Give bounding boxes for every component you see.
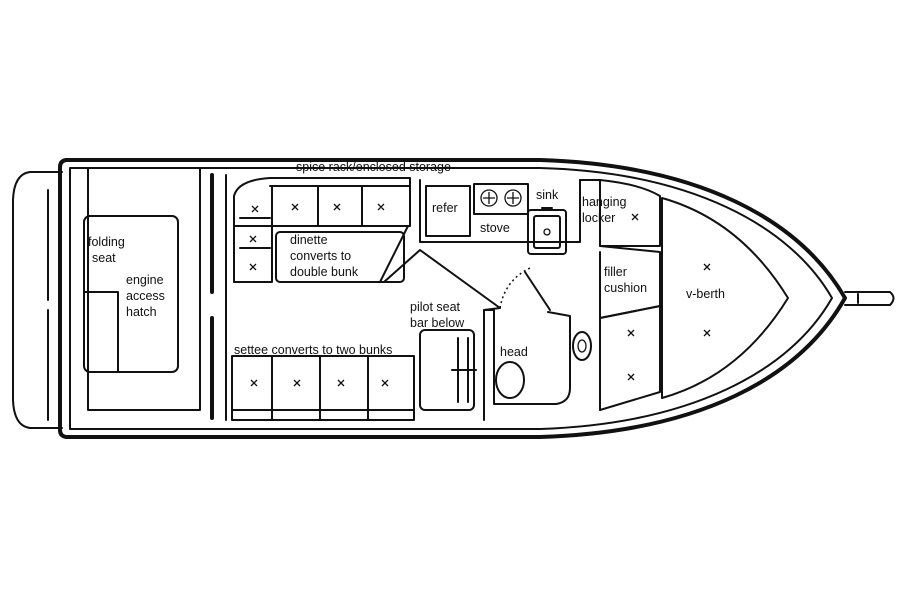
label-engine-hatch-2: access: [126, 289, 165, 303]
label-dinette-3: double bunk: [290, 265, 359, 279]
label-v-berth: v-berth: [686, 287, 725, 301]
stove-burners: [480, 189, 522, 207]
engine-access-hatch: [83, 215, 179, 373]
dinette-seating: [233, 177, 411, 283]
walkway-outline: [383, 249, 501, 421]
label-pilot-seat-1: pilot seat: [410, 300, 461, 314]
label-sink: sink: [536, 188, 559, 202]
galley-counter: [419, 179, 581, 243]
head-door-swing: [499, 267, 531, 309]
stove-box: [473, 183, 529, 215]
label-filler-cushion-2: cushion: [604, 281, 647, 295]
label-engine-hatch-1: engine: [126, 273, 164, 287]
folding-seat: [83, 291, 119, 373]
settee: [231, 355, 415, 421]
galley-divider: [379, 225, 409, 283]
refer-box: [425, 185, 471, 237]
sink-unit: [527, 207, 567, 255]
swim-platform: [12, 171, 63, 429]
lower-berth: [599, 305, 661, 411]
label-dinette-1: dinette: [290, 233, 328, 247]
label-dinette-2: converts to: [290, 249, 351, 263]
dinette-table: [275, 231, 405, 283]
cockpit-outline: [87, 167, 201, 411]
hanging-locker: [579, 179, 661, 247]
head-compartment: [483, 309, 592, 405]
label-folding-seat-1: folding: [88, 235, 125, 249]
galley-wall: [524, 271, 551, 311]
label-refer: refer: [432, 201, 458, 215]
label-spice-rack: spice rack/enclosed storage: [296, 160, 451, 174]
cushion-marks: [249, 203, 711, 387]
label-engine-hatch-3: hatch: [126, 305, 157, 319]
bow-pulpit: [844, 291, 895, 306]
label-hanging-locker-1: hanging: [582, 195, 627, 209]
label-pilot-seat-2: bar below: [410, 316, 465, 330]
hull-outline: [58, 158, 847, 439]
label-stove: stove: [480, 221, 510, 235]
label-folding-seat-2: seat: [92, 251, 116, 265]
label-hanging-locker-2: locker: [582, 211, 615, 225]
hull-inner-line: [69, 167, 833, 430]
label-settee: settee converts to two bunks: [234, 343, 392, 357]
label-filler-cushion-1: filler: [604, 265, 627, 279]
v-berth-outline: [661, 197, 789, 399]
label-head: head: [500, 345, 528, 359]
pilot-seat: [419, 329, 477, 411]
